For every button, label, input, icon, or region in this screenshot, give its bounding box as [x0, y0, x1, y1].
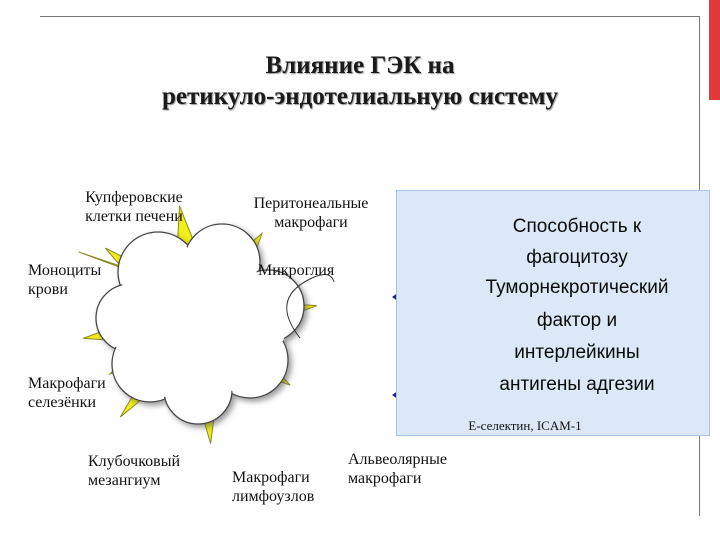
- slide-title: Влияние ГЭК на ретикуло-эндотелиальную с…: [80, 50, 640, 112]
- label-peritoneal-macrophages: Перитонеальные макрофаги: [236, 194, 386, 232]
- effect-tnf-line-1: Туморнекротический: [485, 277, 669, 298]
- title-line-1: Влияние ГЭК на: [265, 52, 455, 79]
- label-peritoneal-line-2: макрофаги: [274, 214, 348, 231]
- label-kupffer-cells: Купферовские клетки печени: [64, 188, 204, 226]
- label-mesangium-line-2: мезангиум: [88, 472, 161, 489]
- label-lymph-node-macrophages: Макрофаги лимфоузлов: [232, 468, 342, 506]
- label-blood-monocytes: Моноциты крови: [28, 261, 148, 299]
- slide-frame-top: [40, 16, 700, 17]
- cloud-fill: [98, 226, 302, 422]
- label-peritoneal-line-1: Перитонеальные: [253, 195, 369, 212]
- effect-tnf-line-3: интерлейкины: [514, 342, 640, 363]
- label-kupffer-line-2: клетки печени: [85, 208, 183, 225]
- label-kupffer-line-1: Купферовские: [85, 189, 183, 206]
- effect-adhesion-antigens: антигены адгезии: [499, 374, 655, 395]
- label-lymph-line-1: Макрофаги: [232, 469, 310, 486]
- label-lymph-line-2: лимфоузлов: [232, 488, 315, 505]
- accent-strip: [709, 0, 720, 100]
- label-spleen-line-1: Макрофаги: [28, 375, 106, 392]
- effect-tnf-line-2: фактор и: [536, 310, 618, 331]
- effect-phagocytosis-line-2: фагоцитозу: [526, 247, 628, 268]
- label-mesangium-line-1: Клубочковый: [88, 453, 181, 470]
- adhesion-note: Е-селектин, ICAM-1: [468, 418, 582, 433]
- callout-line: [286, 274, 335, 339]
- label-spleen-macrophages: Макрофаги селезёнки: [28, 374, 148, 412]
- label-alveolar-line-2: макрофаги: [348, 470, 422, 487]
- label-glomerular-mesangium: Клубочковый мезангиум: [88, 452, 208, 490]
- label-monocytes-line-2: крови: [28, 281, 68, 298]
- label-alveolar-line-1: Альвеолярные: [348, 451, 447, 468]
- label-spleen-line-2: селезёнки: [28, 394, 96, 411]
- effects-box: [396, 190, 710, 436]
- effect-phagocytosis-line-1: Способность к: [512, 216, 642, 237]
- label-monocytes-line-1: Моноциты: [28, 262, 102, 279]
- title-line-2: ретикуло-эндотелиальную систему: [161, 83, 559, 110]
- label-microglia: Микроглия: [258, 261, 378, 280]
- label-microglia-text: Микроглия: [258, 262, 335, 279]
- label-alveolar-macrophages: Альвеолярные макрофаги: [348, 450, 478, 488]
